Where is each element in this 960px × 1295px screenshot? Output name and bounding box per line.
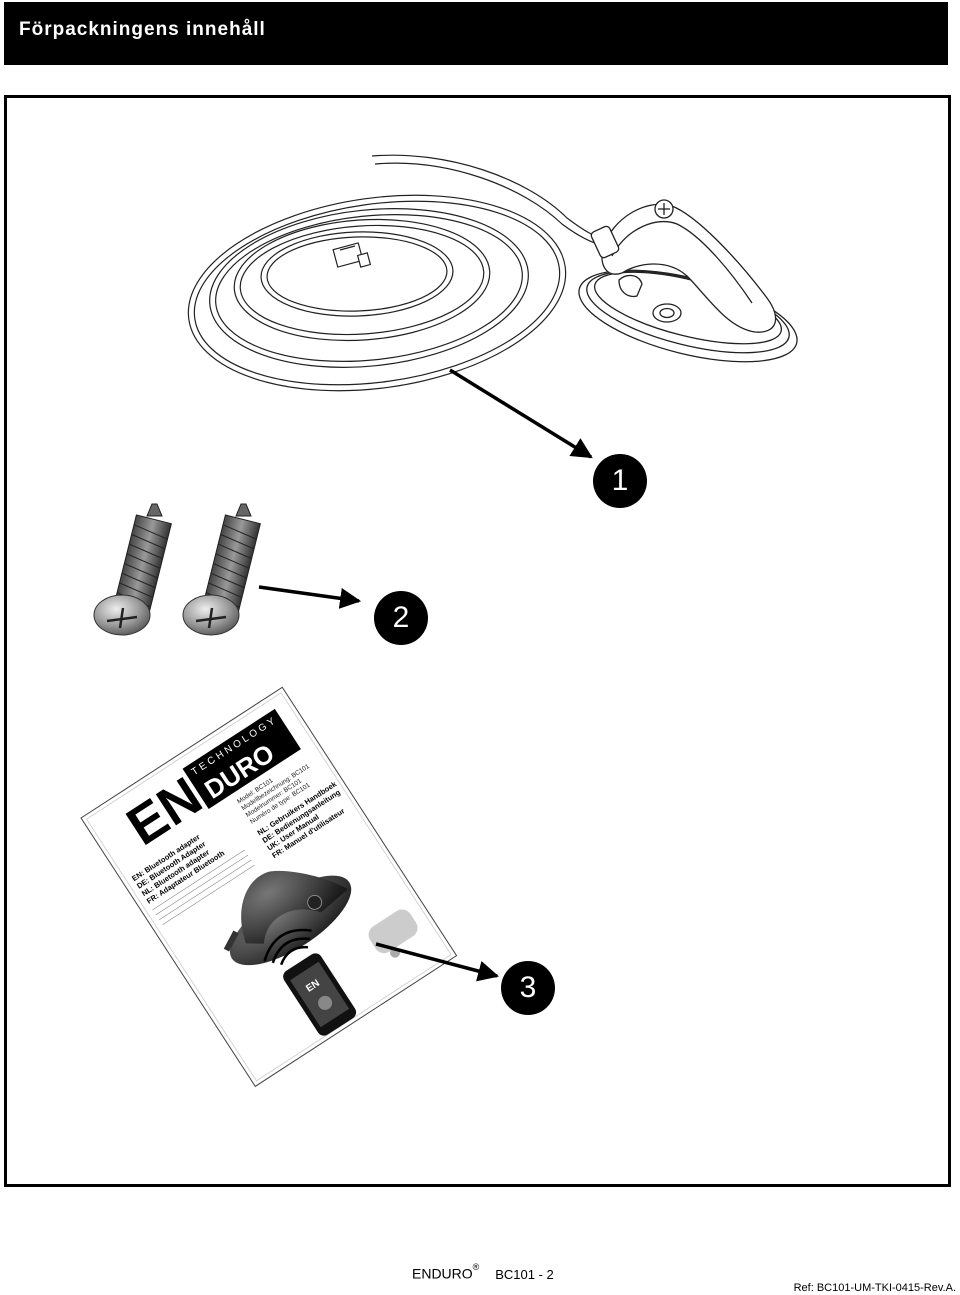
item-number-3: 3	[519, 971, 537, 1004]
footer-brand-name: ENDURO	[412, 1265, 473, 1282]
page-title: Förpackningens innehåll	[19, 19, 266, 40]
item-number-badge: 1	[593, 454, 647, 508]
header-bar: Förpackningens innehåll	[4, 2, 948, 65]
footer-reference: Ref: BC101-UM-TKI-0415-Rev.A.	[793, 1282, 956, 1294]
item-number-2: 2	[392, 601, 410, 634]
item-number-badge: 3	[501, 961, 555, 1015]
cable-coil-drawing	[187, 154, 606, 392]
registered-mark: ®	[472, 1262, 480, 1272]
package-illustration: EN TECHNOLOGY DURO Model: BC101 Modellbe…	[80, 154, 798, 1088]
footer-brand: ENDURO® BC101 - 2	[412, 1262, 554, 1282]
manual-drawing: EN TECHNOLOGY DURO Model: BC101 Modellbe…	[80, 686, 458, 1088]
arrow-2	[258, 585, 362, 609]
arrow-3	[375, 942, 500, 982]
footer-page-number: BC101 - 2	[495, 1266, 554, 1282]
arrow-1	[449, 368, 593, 459]
content-frame: EN TECHNOLOGY DURO Model: BC101 Modellbe…	[4, 95, 951, 1187]
cable-connector	[332, 242, 372, 268]
screws-drawing	[93, 503, 261, 636]
item-number-badge: 2	[374, 591, 428, 645]
item-number-1: 1	[611, 464, 629, 497]
adapter-drawing	[578, 199, 798, 363]
screw-2	[182, 503, 261, 636]
screw-1	[93, 503, 172, 636]
